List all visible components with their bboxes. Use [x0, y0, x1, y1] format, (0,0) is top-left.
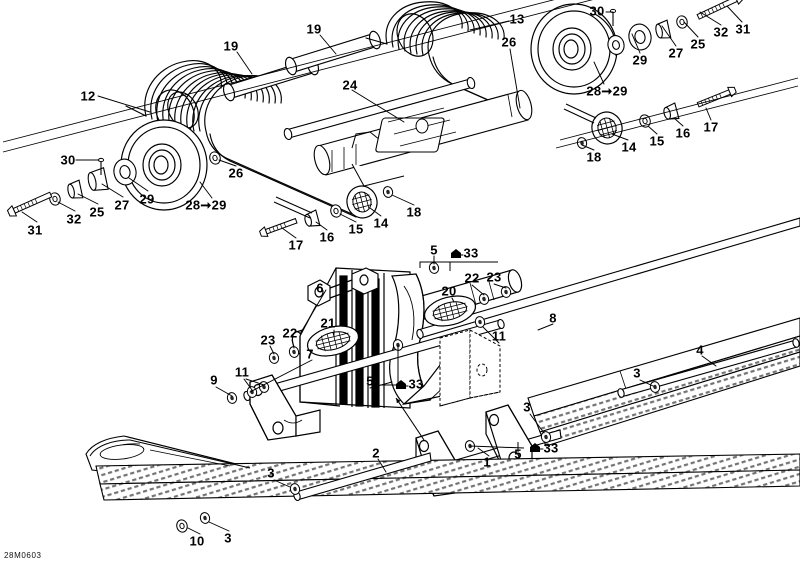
slide-rail-lower [85, 435, 800, 501]
callout-7: 7 [306, 346, 314, 362]
callout-33-upper: 33 [463, 245, 479, 261]
callout-15-right: 15 [649, 133, 665, 149]
callout-9: 9 [210, 372, 218, 388]
callout-17-right: 17 [703, 119, 719, 135]
bracket-1-right [485, 404, 533, 471]
pulley-hardware-right [605, 0, 744, 57]
page-code: 28M0603 [4, 551, 42, 560]
callout-19-a: 19 [223, 38, 239, 54]
callout-3-a: 3 [633, 365, 641, 381]
shaft-8 [416, 217, 800, 340]
callout-1: 1 [483, 454, 491, 470]
callout-12: 12 [80, 88, 96, 104]
callout-28-to-29-left: 28➞29 [185, 197, 227, 213]
pin-5-upper [419, 261, 498, 275]
leader-lines [21, 5, 743, 535]
callout-16-right: 16 [675, 125, 691, 141]
callout-27-left: 27 [114, 197, 130, 213]
callout-3-c: 3 [267, 465, 275, 481]
callout-25-right: 25 [690, 36, 706, 52]
callout-8: 8 [549, 310, 557, 326]
slider-bushing-20 [423, 295, 477, 327]
callout-24: 24 [342, 77, 358, 93]
callout-33-bottom: 33 [543, 440, 559, 456]
callout-21: 21 [320, 315, 336, 331]
callout-27-right: 27 [668, 45, 684, 61]
shock-absorber-24 [283, 76, 533, 187]
callout-6: 6 [316, 280, 324, 296]
callout-26-right: 26 [501, 34, 517, 50]
callout-31-left: 31 [27, 222, 43, 238]
callout-11-right: 11 [491, 328, 507, 344]
callout-4: 4 [696, 342, 704, 358]
hardware-cluster-left [259, 185, 395, 237]
upper-frame-plane [2, 0, 799, 153]
callout-3-b: 3 [523, 399, 531, 415]
slide-rod-2 [293, 452, 432, 502]
callout-29-right: 29 [632, 52, 648, 68]
callout-30-right: 30 [589, 3, 605, 19]
callout-13: 13 [509, 11, 525, 27]
bolt-26-left [207, 150, 223, 166]
callout-29-left: 29 [139, 191, 155, 207]
callout-19-b: 19 [306, 21, 322, 37]
nut-33-upper [451, 249, 461, 258]
spring-sleeve-19-b [284, 30, 382, 76]
nut-33-bottom [530, 443, 540, 452]
callout-30-left: 30 [60, 152, 76, 168]
assembly-arrow [395, 397, 425, 441]
callout-14-right: 14 [621, 139, 637, 155]
callout-5-lower: 5 [366, 373, 374, 389]
callout-5-bottom: 5 [514, 446, 522, 462]
callout-14-left: 14 [373, 215, 389, 231]
callout-33-lower: 33 [408, 376, 424, 392]
callout-17-left: 17 [288, 237, 304, 253]
callout-32-left: 32 [66, 211, 82, 227]
slider-bushing-21 [306, 325, 360, 357]
fastener-10 [174, 518, 190, 534]
fasteners-22-23-left [267, 345, 301, 365]
callout-28-to-29-right: 28➞29 [586, 83, 628, 99]
callout-20: 20 [441, 283, 457, 299]
callout-5-upper: 5 [430, 242, 438, 258]
callout-15-left: 15 [348, 221, 364, 237]
callout-23-right: 23 [486, 269, 502, 285]
idler-wheel-right [530, 3, 618, 95]
callout-11-left: 11 [234, 364, 250, 380]
callout-26-left: 26 [228, 165, 244, 181]
callout-18-right: 18 [586, 149, 602, 165]
callout-2: 2 [372, 445, 380, 461]
pulley-hardware-left [6, 157, 137, 217]
callout-18-left: 18 [406, 204, 422, 220]
tie-bar-4 [617, 338, 800, 398]
nut-33-lower [396, 380, 406, 389]
callout-22-right: 22 [464, 270, 480, 286]
callout-23-left: 23 [260, 332, 276, 348]
callout-3-d: 3 [224, 530, 232, 546]
callout-22-left: 22 [282, 325, 298, 341]
callout-32-right: 32 [713, 24, 729, 40]
callout-31-right: 31 [735, 21, 751, 37]
callout-10: 10 [189, 533, 205, 549]
callout-25-left: 25 [89, 204, 105, 220]
callout-16-left: 16 [319, 229, 335, 245]
support-bracket-right-phantom [439, 329, 501, 407]
